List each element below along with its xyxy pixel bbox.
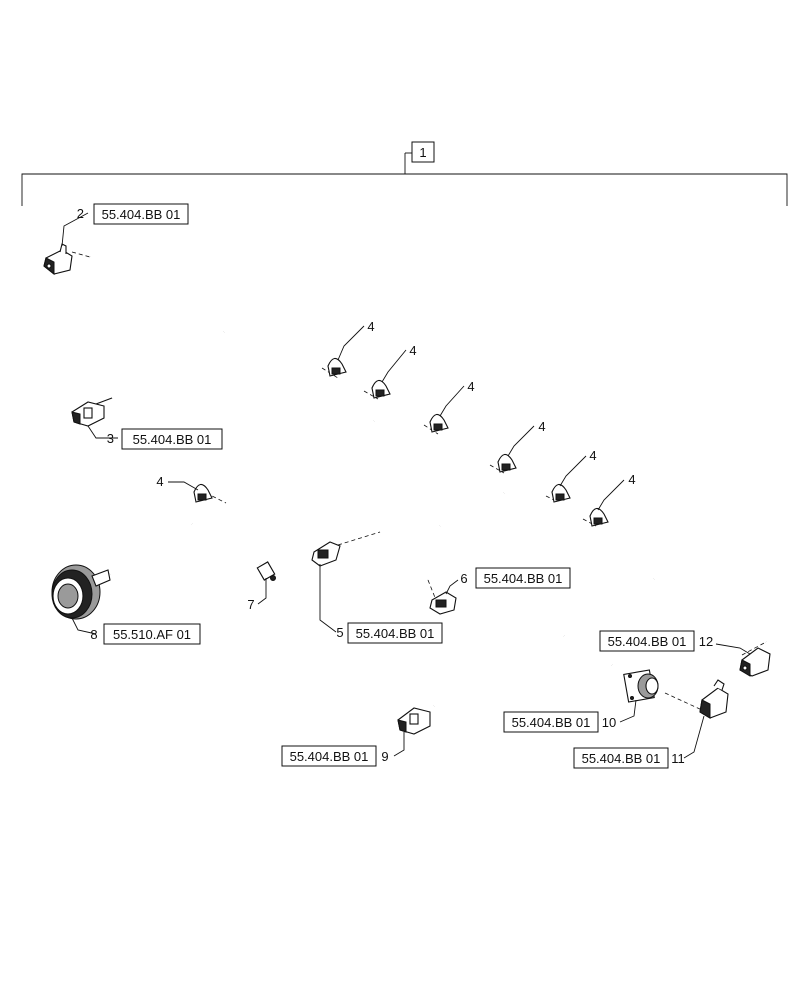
callout-8-item: 8 bbox=[90, 627, 97, 642]
connector-3[interactable] bbox=[71, 397, 113, 427]
callout-10-ref: 55.404.BB 01 bbox=[512, 715, 591, 730]
callout-4-label-d: 4 bbox=[538, 419, 545, 434]
callout-6-item: 6 bbox=[460, 571, 467, 586]
callout-8-ref: 55.510.AF 01 bbox=[113, 627, 191, 642]
callout-2[interactable]: 2 55.404.BB 01 bbox=[77, 203, 189, 225]
clip-4-a[interactable] bbox=[327, 357, 347, 377]
callout-11-ref: 55.404.BB 01 bbox=[582, 751, 661, 766]
callout-12-ref: 55.404.BB 01 bbox=[608, 634, 687, 649]
callout-12[interactable]: 55.404.BB 01 12 bbox=[599, 630, 713, 652]
callout-10[interactable]: 55.404.BB 01 10 bbox=[503, 711, 616, 733]
callout-4-label-g: 4 bbox=[156, 474, 163, 489]
callout-2-item: 2 bbox=[77, 206, 84, 221]
terminal-7[interactable] bbox=[256, 561, 276, 581]
callout-3-item: 3 bbox=[107, 431, 114, 446]
callout-10-item: 10 bbox=[602, 715, 616, 730]
clip-4-g[interactable] bbox=[193, 483, 213, 503]
clip-4-b[interactable] bbox=[371, 379, 391, 399]
callout-12-item: 12 bbox=[699, 634, 713, 649]
callout-4-label-b: 4 bbox=[409, 343, 416, 358]
callout-7-item: 7 bbox=[247, 597, 254, 612]
callout-5-item: 5 bbox=[336, 625, 343, 640]
clip-4-e[interactable] bbox=[551, 483, 571, 503]
callout-2-ref: 55.404.BB 01 bbox=[102, 207, 181, 222]
callout-9-item: 9 bbox=[381, 749, 388, 764]
callout-3[interactable]: 3 55.404.BB 01 bbox=[107, 428, 223, 450]
connector-10[interactable] bbox=[623, 669, 659, 703]
callout-6-ref: 55.404.BB 01 bbox=[484, 571, 563, 586]
callout-9[interactable]: 55.404.BB 01 9 bbox=[281, 745, 389, 767]
callout-4-label-a: 4 bbox=[367, 319, 374, 334]
callout-11-item: 11 bbox=[671, 751, 685, 766]
callout-4-label-f: 4 bbox=[628, 472, 635, 487]
callout-6[interactable]: 6 55.404.BB 01 bbox=[460, 567, 571, 589]
assembly-bracket: 1 bbox=[21, 141, 788, 206]
connector-12[interactable] bbox=[739, 647, 771, 677]
callout-3-ref: 55.404.BB 01 bbox=[133, 432, 212, 447]
assembly-item-number: 1 bbox=[419, 145, 426, 160]
callout-8[interactable]: 8 55.510.AF 01 bbox=[90, 623, 201, 645]
clip-4-f[interactable] bbox=[589, 507, 609, 527]
callout-9-ref: 55.404.BB 01 bbox=[290, 749, 369, 764]
harness-wires bbox=[89, 255, 767, 708]
terminal-6[interactable] bbox=[429, 591, 457, 615]
callout-5-ref: 55.404.BB 01 bbox=[356, 626, 435, 641]
callout-7[interactable]: 7 bbox=[247, 597, 254, 612]
clip-4-c[interactable] bbox=[429, 413, 449, 433]
callout-4-label-e: 4 bbox=[589, 448, 596, 463]
connector-2[interactable] bbox=[43, 243, 73, 276]
connector-11[interactable] bbox=[699, 679, 729, 719]
callout-5[interactable]: 5 55.404.BB 01 bbox=[336, 622, 443, 644]
connector-8[interactable] bbox=[51, 564, 111, 620]
clip-4-d[interactable] bbox=[497, 453, 517, 473]
callout-11[interactable]: 55.404.BB 01 11 bbox=[573, 747, 685, 769]
connector-9[interactable] bbox=[397, 707, 431, 735]
callout-leaders bbox=[61, 212, 751, 759]
terminal-5[interactable] bbox=[311, 541, 341, 567]
callout-4-labels[interactable]: 4 4 4 4 4 4 4 bbox=[156, 319, 635, 489]
assembly-item-box bbox=[411, 141, 435, 163]
callout-4-label-c: 4 bbox=[467, 379, 474, 394]
